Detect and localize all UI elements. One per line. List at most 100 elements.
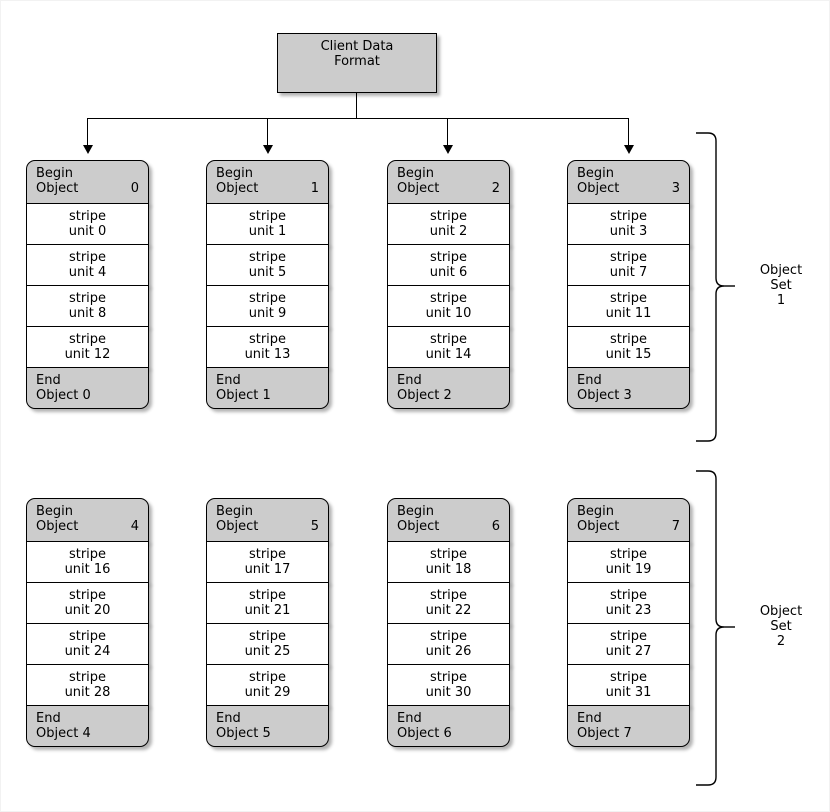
root-node-client-data-format: Client Data Format [277,33,437,93]
stripe-unit-line-2: unit 18 [425,562,472,577]
stripe-unit-line-1: stripe [68,588,107,603]
end-object-line-2: Object 7 [577,726,632,741]
end-object-line-1: End [397,711,422,726]
begin-object-index: 1 [310,181,319,196]
stripe-unit-line-2: unit 22 [425,603,472,618]
stripe-unit-line-2: unit 15 [605,347,652,362]
stripe-unit-line-1: stripe [609,250,648,265]
connector-drop-2 [447,118,448,145]
begin-object-line-1: Begin [36,166,74,181]
begin-object-line-1: Begin [36,504,74,519]
stripe-unit-line-2: unit 16 [64,562,111,577]
object-set-1-label: Object Set 1 [746,263,816,308]
stripe-unit-line-2: unit 6 [429,265,468,280]
stripe-unit-line-1: stripe [429,291,468,306]
begin-object-index: 2 [491,181,500,196]
stripe-unit-line-1: stripe [248,250,287,265]
object-set-1-label-line-2: Set [770,278,792,293]
stripe-unit-line-2: unit 26 [425,644,472,659]
root-node-line-2: Format [334,54,380,69]
stripe-unit-line-1: stripe [429,250,468,265]
end-object-line-1: End [577,711,602,726]
object-set-2-label-line-2: Set [770,619,792,634]
stripe-unit-line-2: unit 14 [425,347,472,362]
end-object-line-1: End [216,711,241,726]
stripe-unit-line-1: stripe [429,209,468,224]
begin-object-line-1: Begin [397,166,435,181]
begin-object-word: Object [577,181,620,196]
stripe-unit-line-1: stripe [248,332,287,347]
end-object-line-1: End [216,373,241,388]
begin-object-word: Object [216,519,259,534]
bracket-object-set-2 [695,470,741,786]
stripe-unit-line-2: unit 8 [68,306,107,321]
begin-object-index: 7 [671,519,680,534]
stripe-unit-line-2: unit 10 [425,306,472,321]
stripe-unit-line-1: stripe [248,547,287,562]
stripe-unit-line-2: unit 29 [244,685,291,700]
connector-drop-1 [267,118,268,145]
end-object-line-1: End [36,711,61,726]
stripe-unit-line-1: stripe [68,250,107,265]
stripe-unit-line-2: unit 28 [64,685,111,700]
stripe-unit-line-2: unit 19 [605,562,652,577]
stripe-unit-line-2: unit 24 [64,644,111,659]
stripe-unit-line-1: stripe [609,629,648,644]
stripe-unit-line-1: stripe [609,588,648,603]
stripe-unit-line-1: stripe [248,670,287,685]
object-set-2-label: Object Set 2 [746,604,816,649]
stripe-unit-line-2: unit 31 [605,685,652,700]
end-object-line-1: End [397,373,422,388]
stripe-unit-line-2: unit 25 [244,644,291,659]
arrowhead-icon-0 [83,145,93,154]
stripe-unit-line-2: unit 20 [64,603,111,618]
stripe-unit-line-1: stripe [609,547,648,562]
stripe-unit-line-2: unit 5 [248,265,287,280]
stripe-unit-line-1: stripe [68,291,107,306]
stripe-unit-line-2: unit 30 [425,685,472,700]
begin-object-line-1: Begin [397,504,435,519]
stripe-unit-line-1: stripe [429,547,468,562]
end-object-line-2: Object 1 [216,388,271,403]
begin-object-index: 6 [491,519,500,534]
begin-object-word: Object [216,181,259,196]
connector-drop-0 [87,118,88,145]
begin-object-word: Object [397,181,440,196]
stripe-unit-line-1: stripe [248,629,287,644]
begin-object-index: 4 [130,519,139,534]
end-object-line-1: End [36,373,61,388]
stripe-unit-line-1: stripe [429,332,468,347]
begin-object-word: Object [577,519,620,534]
object-set-2-label-line-3: 2 [776,634,786,649]
begin-object-index: 3 [671,181,680,196]
